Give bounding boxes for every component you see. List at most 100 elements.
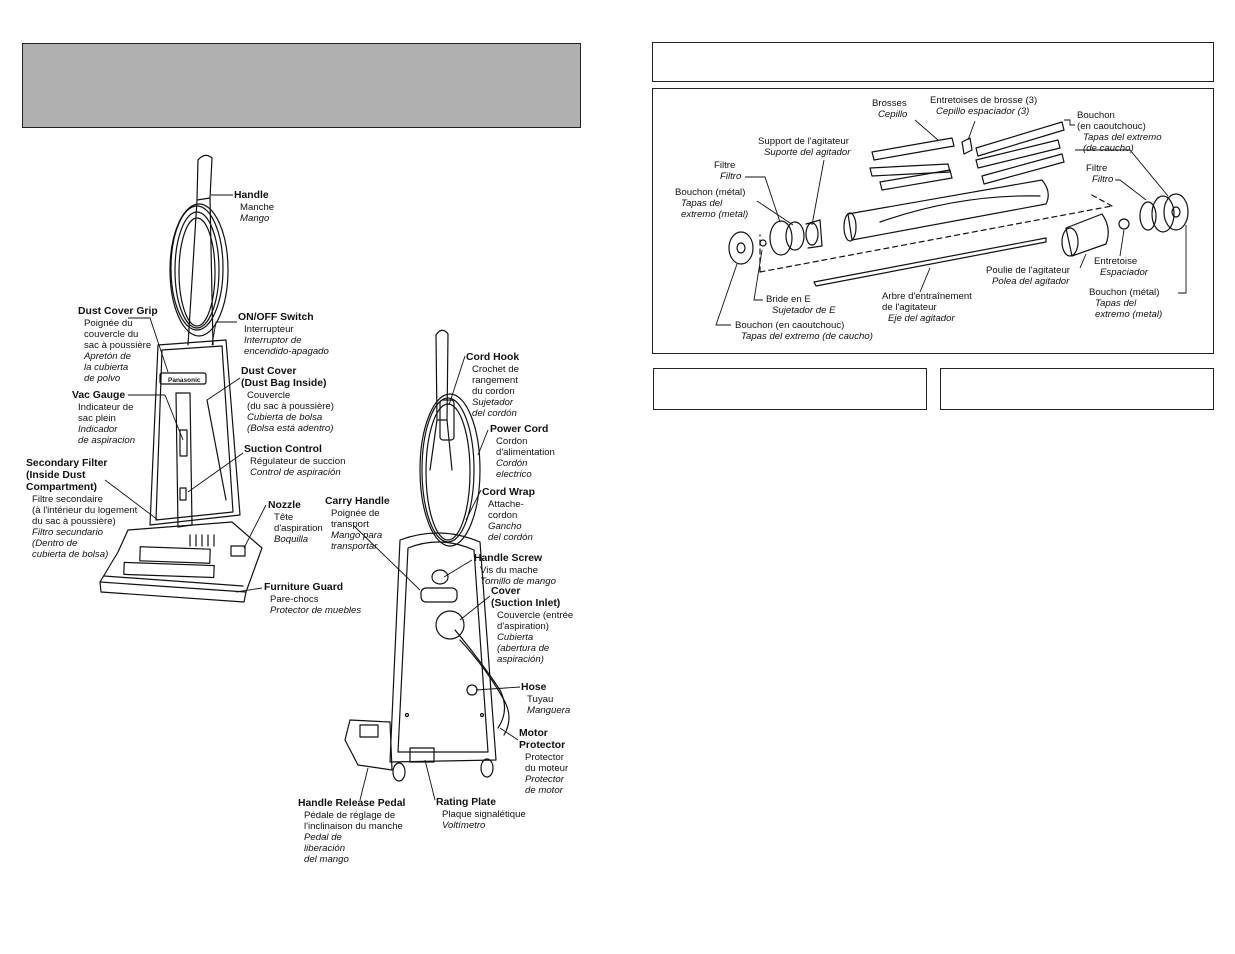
callout-text-fr: Bouchon (en caoutchouc) [735,320,845,331]
callout-text-es: Sujetador [472,397,514,408]
callout-text-fr: Couvercle [247,390,291,401]
callout-text-es: Polea del agitador [992,276,1070,287]
callout-title: Protector [519,740,566,751]
callout-text-es: Boquilla [274,534,309,545]
callout-title: Carry Handle [325,496,390,507]
callout-title: Cord Wrap [482,487,535,498]
callout-title: Vac Gauge [72,390,126,401]
callout-text-es: Tapas del [681,198,723,209]
callout-text-fr: Crochet de [472,364,519,375]
callout-text-es: del mango [304,854,349,865]
callout-text-fr: Interrupteur [244,324,294,335]
callout-text-es: Cepillo espaciador (3) [936,106,1030,117]
callout-text-es: del cordón [488,532,533,543]
callout-text-fr: cordon [488,510,518,521]
callout-text-es: Pedal de [304,832,342,843]
callout-text-es: electrico [496,469,532,480]
callout-dustcover: Dust Cover(Dust Bag Inside)Couvercle(du … [241,366,334,434]
callout-text-es: cubierta de bolsa) [32,549,109,560]
callout-text-es: Cubierta [497,632,534,643]
callout-title: Power Cord [490,424,549,435]
callout-text-fr: Cordon [496,436,528,447]
callout-text-es: Cordón [496,458,528,469]
callout-text-fr: Vis du mache [480,565,538,576]
callout-text-es: Indicador [78,424,118,435]
callout-text-fr: Tuyau [527,694,554,705]
callout-text-es: Filtro [720,171,742,182]
callout-text-fr: d'aspiration) [497,621,549,632]
callout-text-es: Filtro secundario [32,527,103,538]
callout-text-fr: du sac à poussière) [32,516,116,527]
callout-text-fr: Bouchon (métal) [1089,287,1160,298]
callout-text-es: liberación [304,843,346,854]
callout-text-es: Gancho [488,521,522,532]
callout-text-fr: Entretoises de brosse (3) [930,95,1038,106]
callout-text-fr: transport [331,519,369,530]
callout-text-fr: (à l'intérieur du logement [32,505,138,516]
callout-text-es: Espaciador [1100,267,1148,278]
callout-text-fr: l'inclinaison du manche [304,821,403,832]
callout-text-fr: Pare-chocs [270,594,319,605]
vacuum-rear-illustration [344,329,510,782]
callout-text-fr: (du sac à poussière) [247,401,334,412]
callout-text-fr: Poignée de [331,508,380,519]
callout-text-fr: Tête [274,512,294,523]
callout-text-fr: du moteur [525,763,569,774]
callout-title: (Suction Inlet) [491,598,561,609]
callout-title: (Dust Bag Inside) [241,378,327,389]
callout-text-es: transportar [331,541,378,552]
callout-text-es: extremo (metal) [681,209,749,220]
callout-text-es: Control de aspiración [250,467,341,478]
callout-title: ON/OFF Switch [238,312,314,323]
callout-title: Hose [521,682,547,693]
callout-title: Dust Cover [241,366,297,377]
callout-text-es: Cepillo [878,109,908,120]
callout-text-fr: Régulateur de succion [250,456,346,467]
callout-text-es: Tapas del extremo [1083,132,1162,143]
callout-text-fr: Bouchon [1077,110,1115,121]
callout-text-fr: du cordon [472,386,515,397]
callout-title: Cover [491,586,521,597]
callout-text-es: Tapas del [1095,298,1137,309]
callout-text-es: de polvo [84,373,121,384]
callout-text-fr: Couvercle (entrée [497,610,574,621]
callout-text-es: Sujetador de E [772,305,836,316]
callout-text-es: Tornillo de mango [480,576,556,587]
callout-text-es: Apretón de [84,351,131,362]
callout-title: Furniture Guard [264,582,344,593]
callout-text-fr: couvercle du [84,329,139,340]
callout-entretoises: Entretoises de brosse (3)Cepillo espacia… [930,95,1037,117]
callout-text-fr: sac plein [78,413,116,424]
callout-title: (Inside Dust [26,470,86,481]
callout-text-fr: Protector [525,752,564,763]
callout-title: Secondary Filter [26,458,108,469]
callout-text-fr: d'aspiration [274,523,323,534]
brand-logo: Panasonic [168,377,201,384]
callout-text-fr: Arbre d'entraînement [882,291,972,302]
callout-text-fr: Bride en E [766,294,811,305]
callout-title: Compartment) [26,482,98,493]
callout-title: Handle Release Pedal [298,798,406,809]
callout-text-fr: Filtre [1086,163,1108,174]
callout-text-es: (de caucho) [1083,143,1134,154]
callout-text-fr: Manche [240,202,275,213]
leader-lines [104,119,1187,801]
callout-text-fr: Filtre secondaire [32,494,103,505]
callout-text-es: (abertura de [497,643,550,654]
callout-title: Dust Cover Grip [78,306,158,317]
callout-text-es: Voltímetro [442,820,486,831]
callout-title: Handle Screw [474,553,543,564]
